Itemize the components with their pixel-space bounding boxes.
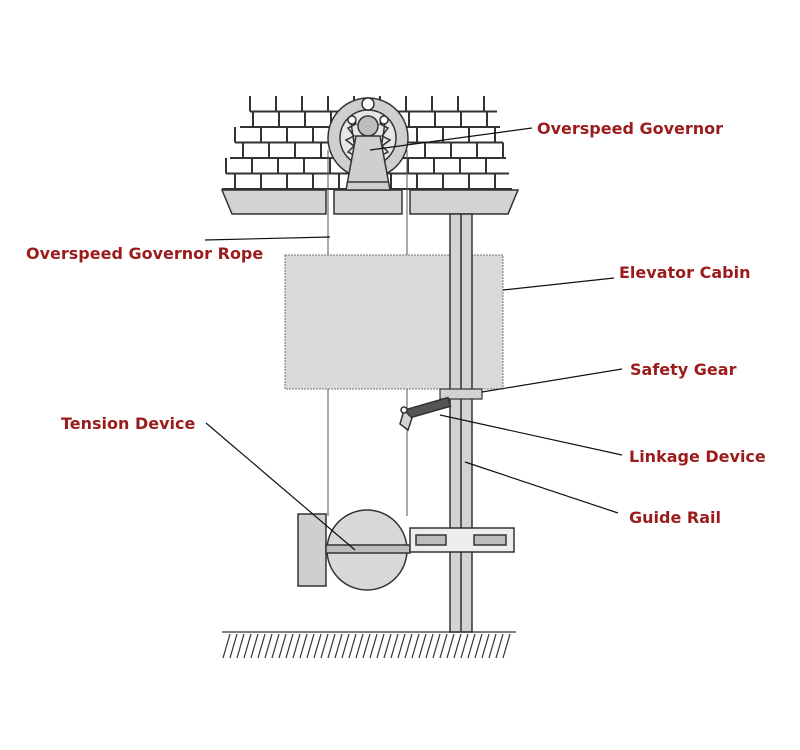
guide-rail bbox=[449, 213, 473, 633]
floor-slab-right bbox=[409, 189, 520, 215]
governor-hub bbox=[357, 115, 379, 137]
ground-hatch bbox=[271, 633, 280, 659]
ground-hatch bbox=[362, 633, 371, 659]
ground-hatch bbox=[425, 633, 434, 659]
label-tension-device: Tension Device bbox=[61, 414, 196, 433]
governor-top-knob bbox=[361, 97, 375, 111]
ground-hatch bbox=[264, 633, 273, 659]
ground bbox=[222, 631, 516, 659]
ground-hatch bbox=[334, 633, 343, 659]
overspeed-governor bbox=[327, 97, 409, 191]
ground-hatch bbox=[313, 633, 322, 659]
ground-hatch bbox=[292, 633, 301, 659]
ground-hatch bbox=[439, 633, 448, 659]
ground-hatch bbox=[257, 633, 266, 659]
ground-hatch bbox=[285, 633, 294, 659]
ground-hatch bbox=[502, 633, 511, 659]
labels: Overspeed Governor Overspeed Governor Ro… bbox=[26, 119, 766, 527]
ground-hatch bbox=[453, 633, 462, 659]
tension-weight bbox=[297, 513, 327, 587]
tension-device bbox=[297, 509, 515, 591]
ground-hatch bbox=[418, 633, 427, 659]
ground-hatch bbox=[383, 633, 392, 659]
ground-hatch bbox=[250, 633, 259, 659]
leader-safety-gear bbox=[481, 368, 623, 393]
leader-elevator-cabin bbox=[502, 277, 615, 291]
governor-pin-left bbox=[347, 115, 357, 125]
floor-slab-middle bbox=[333, 189, 403, 215]
ground-hatch bbox=[460, 633, 469, 659]
tension-clamp-left bbox=[415, 534, 447, 546]
label-guide-rail: Guide Rail bbox=[629, 508, 721, 527]
leader-tension-device bbox=[205, 422, 356, 551]
machine-room-floor bbox=[220, 189, 520, 215]
linkage-clamp bbox=[399, 408, 413, 432]
tension-arm bbox=[325, 544, 411, 554]
leader-overspeed-governor bbox=[369, 127, 533, 151]
ground-hatch bbox=[376, 633, 385, 659]
ground-hatch bbox=[278, 633, 287, 659]
leader-guide-rail bbox=[464, 461, 619, 514]
leader-linkage-device bbox=[439, 414, 623, 456]
ground-hatch bbox=[348, 633, 357, 659]
ground-hatch bbox=[320, 633, 329, 659]
safety-gear-block bbox=[439, 388, 483, 400]
ground-hatch bbox=[474, 633, 483, 659]
ground-hatch bbox=[481, 633, 490, 659]
ground-hatch bbox=[495, 633, 504, 659]
ground-hatch bbox=[404, 633, 413, 659]
ground-hatch bbox=[488, 633, 497, 659]
floor-slab-left bbox=[220, 189, 327, 215]
ground-hatch bbox=[355, 633, 364, 659]
governor-pin-right bbox=[379, 115, 389, 125]
leader-lines bbox=[204, 127, 623, 551]
label-governor-rope: Overspeed Governor Rope bbox=[26, 244, 263, 263]
linkage-device bbox=[399, 396, 452, 432]
label-elevator-cabin: Elevator Cabin bbox=[619, 263, 750, 282]
ground-hatch bbox=[327, 633, 336, 659]
label-overspeed-governor: Overspeed Governor bbox=[537, 119, 723, 138]
ground-hatch bbox=[222, 633, 231, 659]
ground-hatch bbox=[467, 633, 476, 659]
ground-hatch bbox=[299, 633, 308, 659]
linkage-pin bbox=[400, 406, 408, 414]
ground-hatch bbox=[306, 633, 315, 659]
ground-hatch bbox=[397, 633, 406, 659]
ground-hatch bbox=[243, 633, 252, 659]
label-linkage-device: Linkage Device bbox=[629, 447, 766, 466]
ground-hatch bbox=[229, 633, 238, 659]
ground-hatch bbox=[432, 633, 441, 659]
label-safety-gear: Safety Gear bbox=[630, 360, 737, 379]
tension-clamp-right bbox=[473, 534, 507, 546]
ground-hatch bbox=[369, 633, 378, 659]
ground-hatch bbox=[411, 633, 420, 659]
ground-hatch bbox=[341, 633, 350, 659]
ground-hatch bbox=[390, 633, 399, 659]
brick-wall bbox=[222, 96, 512, 190]
ground-hatch bbox=[446, 633, 455, 659]
leader-governor-rope bbox=[204, 236, 331, 241]
governor-base bbox=[345, 135, 391, 191]
ground-hatch bbox=[236, 633, 245, 659]
